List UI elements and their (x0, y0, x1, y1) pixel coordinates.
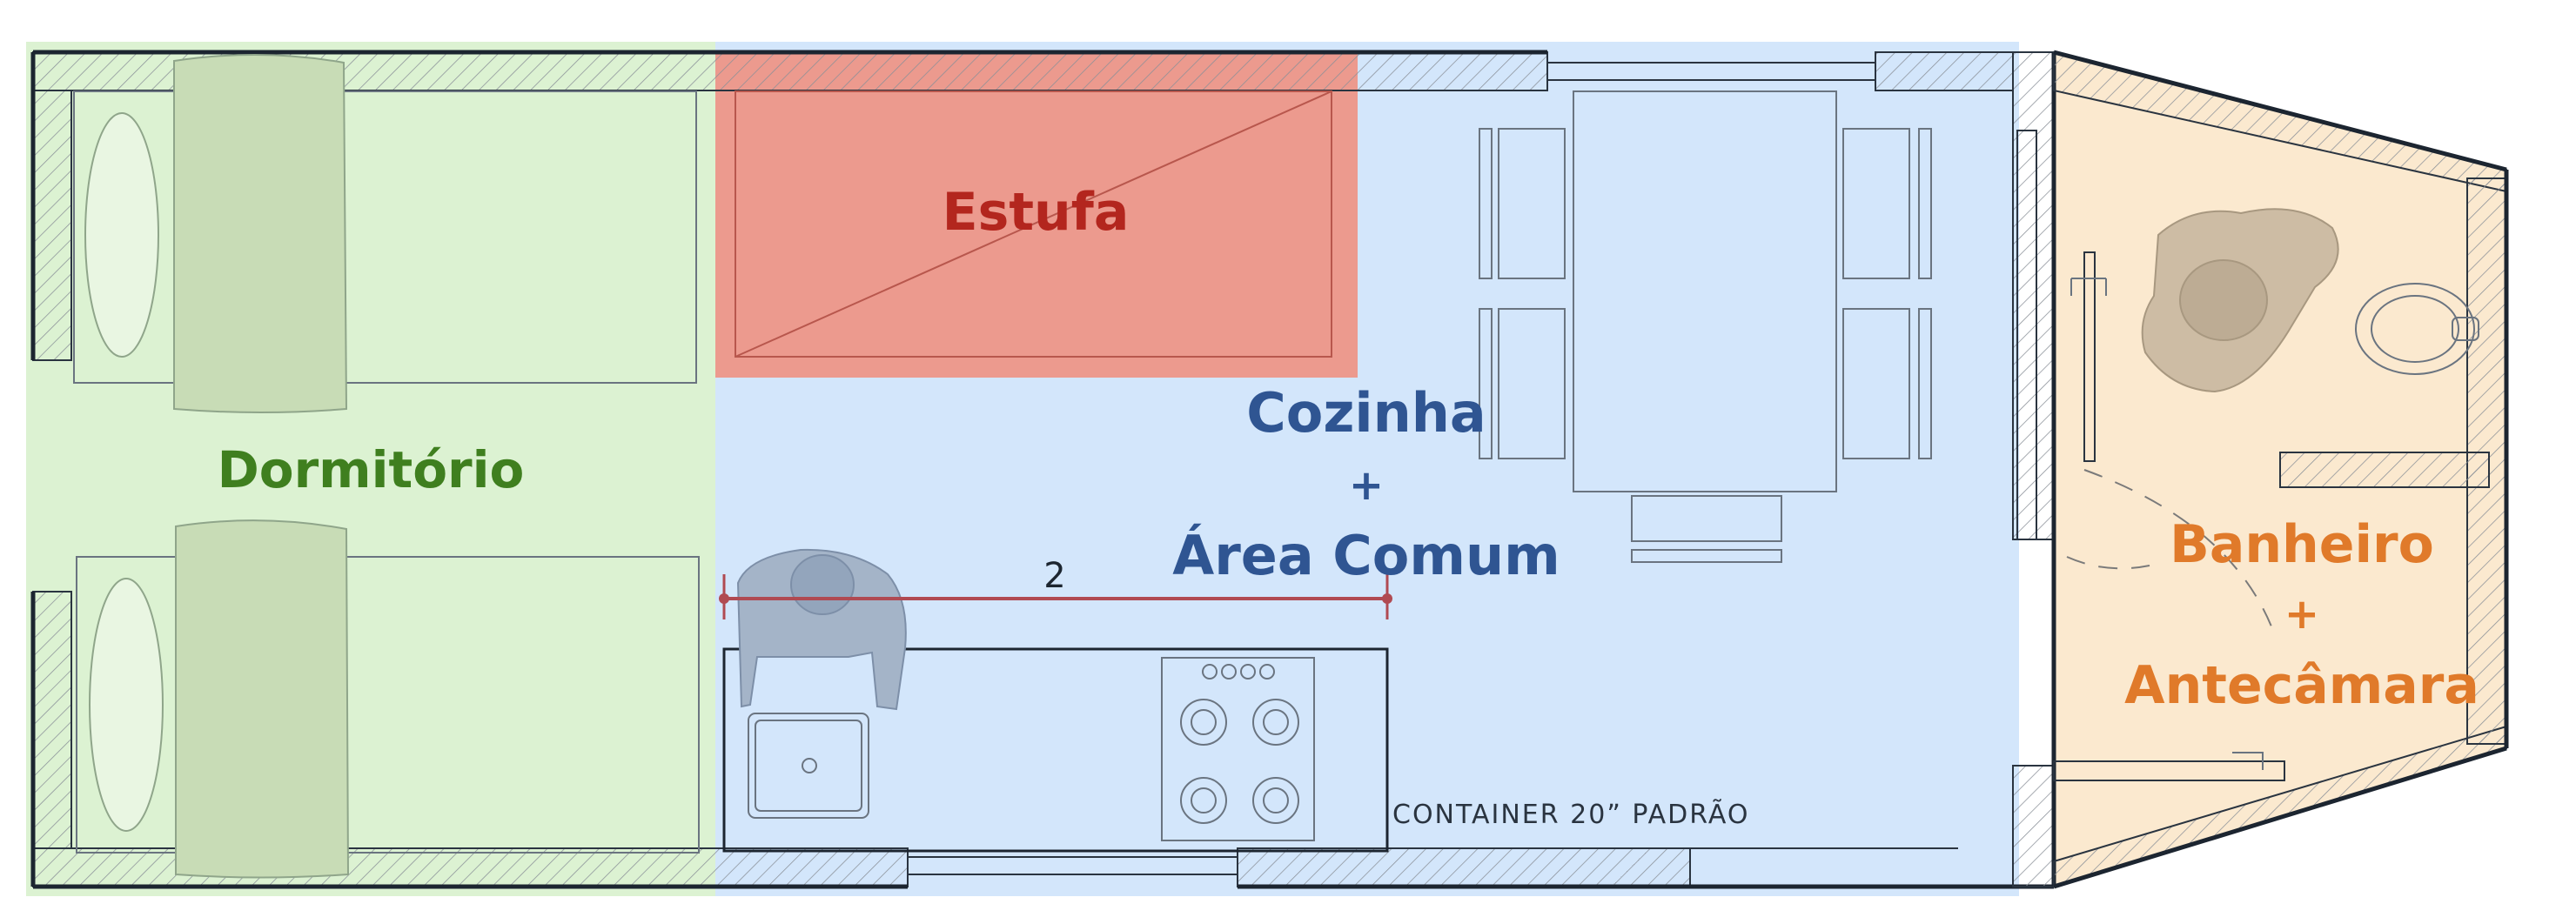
label-banheiro-line2: Antecâmara (2124, 655, 2479, 716)
bathroom-partition (2012, 50, 2509, 889)
label-dormitorio: Dormitório (218, 440, 525, 499)
stove-icon (1161, 657, 1315, 841)
kitchen-counter (722, 647, 1389, 853)
label-banheiro-line1: Banheiro (2170, 514, 2434, 575)
shower-icon (2066, 251, 2272, 770)
bed-icon (73, 53, 697, 413)
sink-icon (748, 713, 869, 819)
toilet-icon (2355, 283, 2479, 375)
container-note: CONTAINER 20” PADRÃO (1392, 799, 1749, 830)
person-icon (2141, 208, 2339, 393)
label-cozinha-line2: Área Comum (1172, 524, 1560, 587)
zone-estufa (715, 50, 1358, 378)
label-cozinha-line1: Cozinha (1246, 381, 1486, 445)
greenhouse-bench (735, 90, 1332, 358)
label-cozinha-plus: + (1349, 461, 1384, 510)
dimension-line (719, 574, 1392, 619)
label-banheiro-plus: + (2284, 590, 2319, 639)
table-icon (1479, 90, 1932, 563)
bed-icon (76, 519, 700, 879)
dimension-value: 2 (1043, 556, 1065, 596)
label-estufa: Estufa (943, 182, 1130, 243)
